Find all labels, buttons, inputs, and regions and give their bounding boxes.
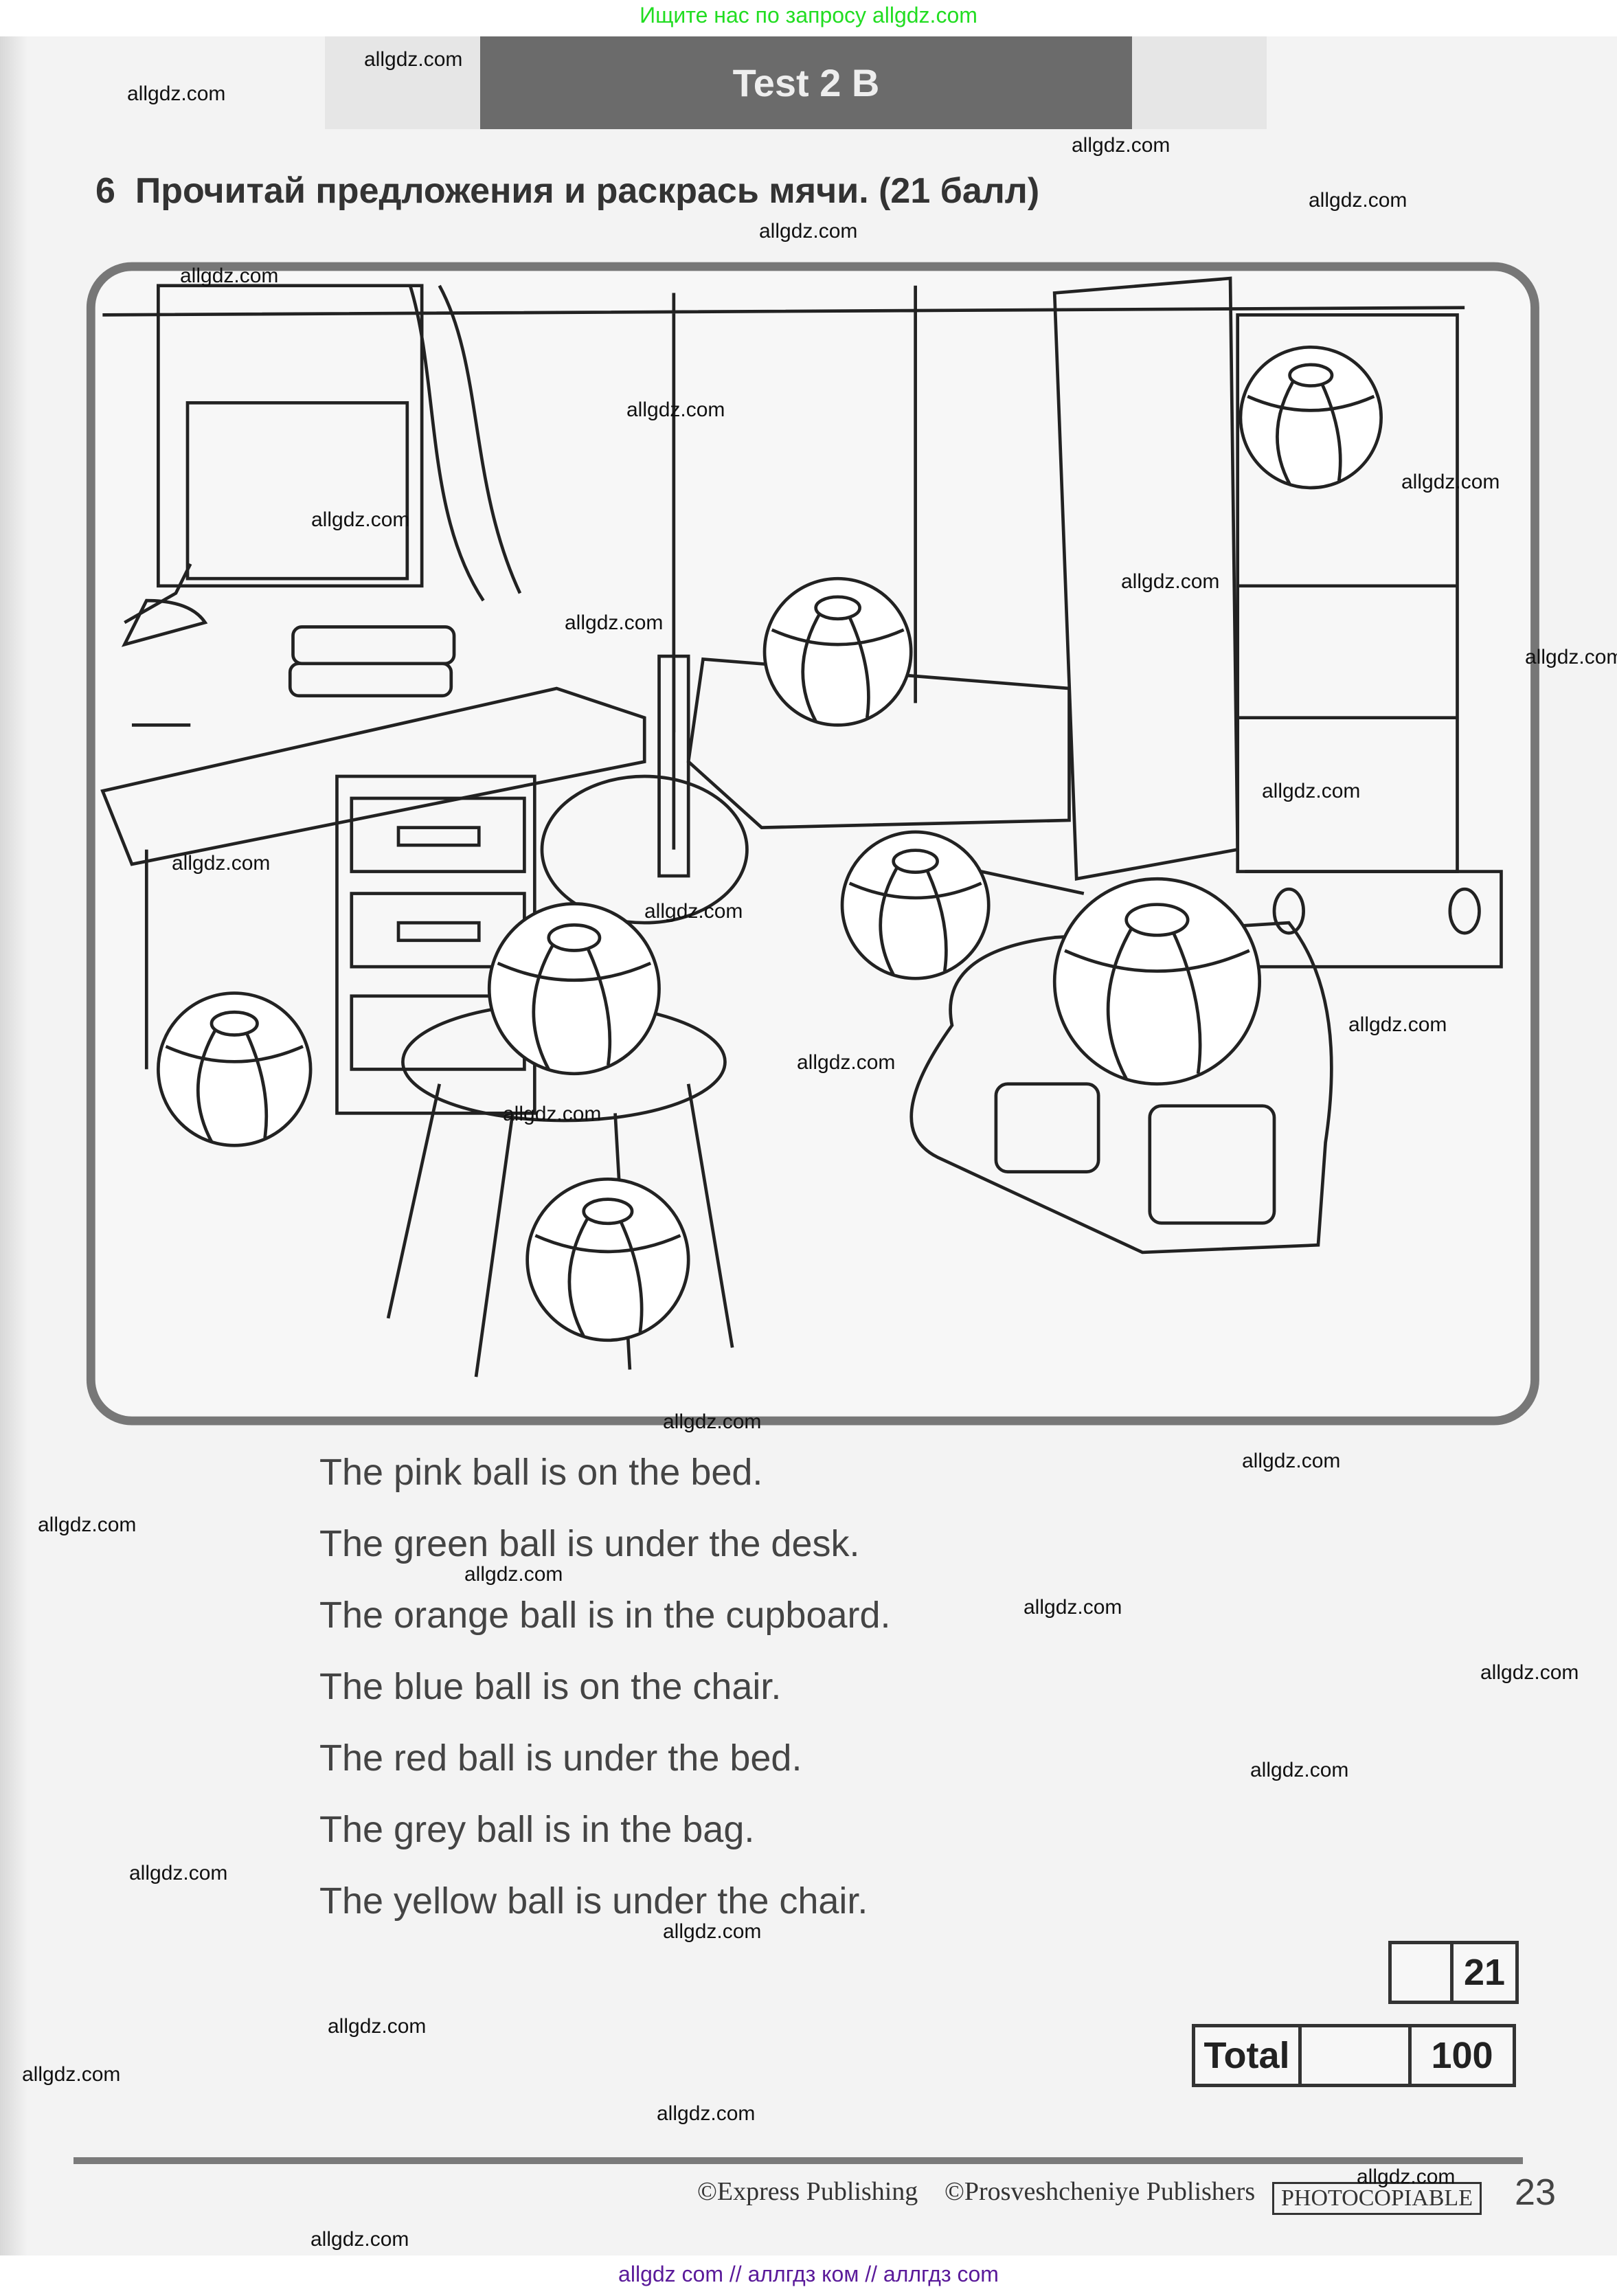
- books: [288, 625, 456, 698]
- watermark-link[interactable]: allgdz.com: [1309, 189, 1407, 212]
- task-number: 6: [95, 171, 115, 211]
- sentence: The yellow ball is under the chair.: [319, 1880, 868, 1922]
- backpack: [909, 921, 1333, 1254]
- task-instruction: Прочитай предложения и раскрась мячи. (2…: [135, 171, 1040, 211]
- watermark-link[interactable]: allgdz.com: [759, 220, 858, 243]
- beach-ball: [1052, 877, 1262, 1086]
- total-label: Total: [1195, 2027, 1302, 2084]
- watermark-link[interactable]: allgdz.com: [1072, 134, 1171, 157]
- window: [157, 284, 522, 602]
- watermark-link[interactable]: allgdz.com: [1525, 646, 1617, 668]
- watermark-link[interactable]: allgdz.com: [38, 1513, 137, 1536]
- watermark-link[interactable]: allgdz.com: [1121, 570, 1220, 593]
- sentence: The grey ball is in the bag.: [319, 1809, 755, 1850]
- watermark-link[interactable]: allgdz.com: [657, 2102, 756, 2125]
- sentence: The red ball is under the bed.: [319, 1737, 802, 1779]
- sentence: The blue ball is on the chair.: [319, 1666, 782, 1707]
- task-score-box: 21: [1388, 1941, 1519, 2004]
- watermark-link[interactable]: allgdz.com: [310, 2228, 409, 2251]
- balls: [157, 345, 1383, 1342]
- watermark-link[interactable]: allgdz.com: [364, 48, 463, 71]
- watermark-link[interactable]: allgdz.com: [180, 265, 279, 287]
- watermark-link[interactable]: allgdz.com: [22, 2063, 121, 2086]
- watermark-link[interactable]: allgdz.com: [328, 2015, 427, 2038]
- total-score-box: Total 100: [1192, 2024, 1516, 2087]
- watermark-link[interactable]: allgdz.com: [129, 1862, 228, 1884]
- sentence: The orange ball is in the cupboard.: [319, 1595, 891, 1636]
- task-heading: 6 Прочитай предложения и раскрась мячи. …: [95, 170, 1039, 212]
- beach-ball: [1239, 345, 1383, 490]
- watermark-link[interactable]: allgdz.com: [1401, 471, 1500, 493]
- page-number: 23: [1515, 2172, 1557, 2213]
- watermark-link[interactable]: allgdz.com: [311, 508, 410, 531]
- top-banner[interactable]: Ищите нас по запросу allgdz.com: [640, 3, 977, 27]
- beach-ball: [840, 830, 991, 980]
- watermark-link[interactable]: allgdz.com: [1250, 1759, 1349, 1781]
- watermark-link[interactable]: allgdz.com: [1024, 1596, 1122, 1619]
- photocopiable-badge: PHOTOCOPIABLE: [1272, 2182, 1482, 2215]
- watermark-link[interactable]: allgdz.com: [1357, 2165, 1456, 2188]
- task-max-score: 21: [1463, 1952, 1506, 1993]
- task-score-field[interactable]: [1392, 1944, 1454, 2001]
- watermark-link[interactable]: allgdz.com: [503, 1103, 602, 1125]
- cupboard: [1052, 276, 1503, 969]
- watermark-link[interactable]: allgdz.com: [626, 398, 725, 421]
- beach-ball: [762, 576, 913, 727]
- bottom-banner[interactable]: allgdz com // аллгдз ком // аллгдз com: [618, 2262, 999, 2286]
- watermark-link[interactable]: allgdz.com: [565, 611, 664, 634]
- test-title: Test 2 B: [480, 36, 1132, 129]
- watermark-link[interactable]: allgdz.com: [663, 1920, 762, 1943]
- lamp: [121, 563, 208, 727]
- watermark-link[interactable]: allgdz.com: [1242, 1450, 1341, 1472]
- watermark-link[interactable]: allgdz.com: [172, 852, 271, 875]
- watermark-link[interactable]: allgdz.com: [644, 900, 743, 923]
- total-max-score: 100: [1431, 2035, 1493, 2076]
- beach-ball: [525, 1177, 690, 1342]
- footer-divider: [74, 2157, 1523, 2164]
- beach-ball: [157, 991, 313, 1147]
- beach-ball: [487, 902, 661, 1076]
- sentence: The pink ball is on the bed.: [319, 1452, 763, 1493]
- watermark-link[interactable]: allgdz.com: [663, 1410, 762, 1433]
- total-score-field[interactable]: [1302, 2027, 1412, 2084]
- sentence: The green ball is under the desk.: [319, 1523, 860, 1564]
- footer-publisher-express: ©Express Publishing: [697, 2177, 918, 2206]
- footer-publisher-prosveshcheniye: ©Prosveshcheniye Publishers: [945, 2177, 1256, 2206]
- picture-frame: [86, 262, 1539, 1426]
- watermark-link[interactable]: allgdz.com: [1262, 780, 1361, 802]
- watermark-link[interactable]: allgdz.com: [1480, 1661, 1579, 1684]
- watermark-link[interactable]: allgdz.com: [464, 1563, 563, 1586]
- watermark-link[interactable]: allgdz.com: [1348, 1013, 1447, 1036]
- page-shadow: [0, 36, 27, 2255]
- watermark-link[interactable]: allgdz.com: [127, 82, 226, 105]
- watermark-link[interactable]: allgdz.com: [797, 1051, 896, 1074]
